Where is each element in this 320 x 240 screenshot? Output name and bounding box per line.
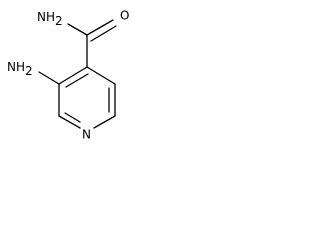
chemical-structure-diagram: O NH2 NH2 N xyxy=(7,9,129,142)
carbonyl-bond-inner xyxy=(90,25,117,42)
ring-nitrogen-label: N xyxy=(82,128,91,142)
ring-bond-c2-n1 xyxy=(58,115,81,129)
ring-double-bond-c3-c4 xyxy=(65,73,89,88)
amide-c-n-bond xyxy=(67,23,88,36)
amino-bond xyxy=(38,71,60,85)
amide-nitrogen-label: NH2 xyxy=(37,10,63,28)
amide-oxygen-label: O xyxy=(120,9,129,23)
amino-nitrogen-label: NH2 xyxy=(7,60,33,78)
carbonyl-bond-outer xyxy=(86,19,114,36)
ring-bond-c4-c3 xyxy=(58,66,88,85)
ring-double-bond-c2-n1 xyxy=(64,112,81,123)
ring-bond-n1-c6 xyxy=(93,115,116,129)
ring-bond-c5-c4 xyxy=(86,66,116,85)
